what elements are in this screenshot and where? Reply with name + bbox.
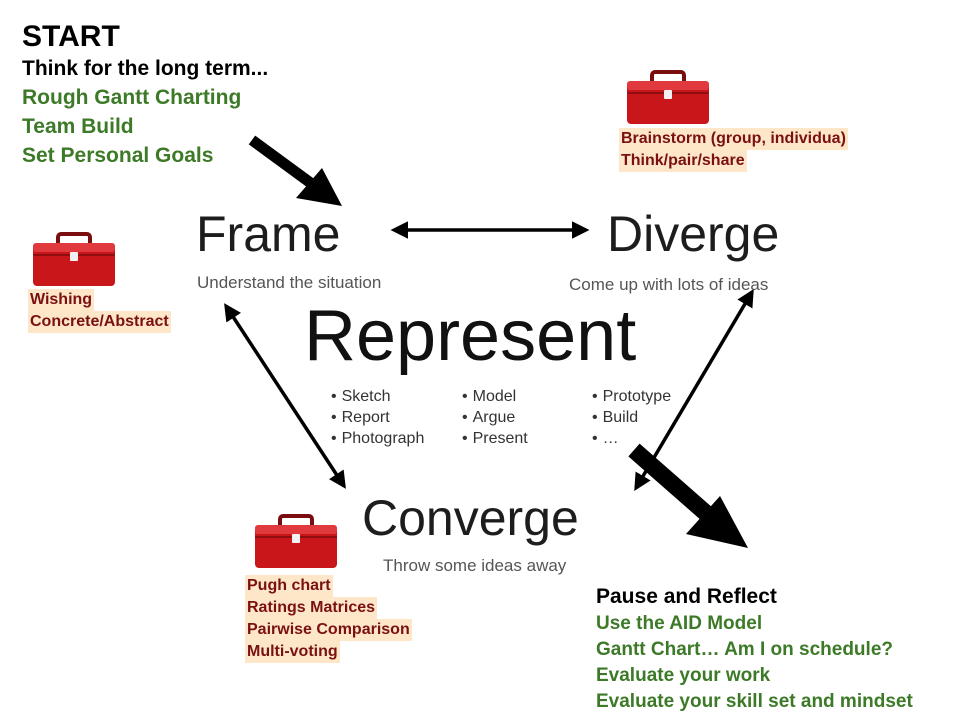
start-arrow (248, 135, 342, 206)
method-item: Report (331, 407, 424, 428)
toolbox-icon (33, 232, 115, 286)
method-item: Argue (462, 407, 528, 428)
frame-title: Frame (196, 206, 341, 262)
pause-arrow (628, 443, 748, 548)
method-item: … (592, 428, 671, 449)
frame-converge-arrow (224, 303, 346, 489)
pause-block: Pause and Reflect Use the AID Model Gant… (596, 583, 913, 715)
diverge-toolbox-list: Brainstorm (group, individua) Think/pair… (619, 128, 848, 172)
start-line-2: Rough Gantt Charting (22, 86, 242, 109)
frame-subtitle: Understand the situation (197, 273, 382, 292)
pause-line-3: Evaluate your work (596, 665, 771, 686)
represent-methods-col-1: Sketch Report Photograph (331, 386, 425, 449)
start-line-4: Set Personal Goals (22, 144, 214, 167)
method-item: Present (462, 428, 528, 449)
tool-item: Pugh chart (245, 575, 333, 597)
represent-methods-col-3: Prototype Build … (592, 386, 671, 449)
diverge-converge-arrow (634, 288, 754, 492)
diverge-subtitle: Come up with lots of ideas (569, 275, 769, 294)
method-item: Sketch (331, 386, 424, 407)
start-line-3: Team Build (22, 115, 134, 138)
represent-title: Represent (304, 296, 637, 376)
tool-item: Brainstorm (group, individua) (619, 128, 848, 150)
toolbox-icon (627, 70, 709, 124)
pause-line-4: Evaluate your skill set and mindset (596, 691, 913, 712)
tool-item: Pairwise Comparison (245, 619, 412, 641)
tool-item: Think/pair/share (619, 150, 747, 172)
tool-item: Concrete/Abstract (28, 311, 171, 333)
tool-item: Multi-voting (245, 641, 340, 663)
tool-item: Wishing (28, 289, 95, 311)
pause-line-2: Gantt Chart… Am I on schedule? (596, 639, 893, 660)
tool-item: Ratings Matrices (245, 597, 378, 619)
converge-toolbox-list: Pugh chart Ratings Matrices Pairwise Com… (245, 575, 412, 663)
method-item: Model (462, 386, 528, 407)
start-title: START (22, 20, 120, 53)
method-item: Photograph (331, 428, 425, 449)
converge-subtitle: Throw some ideas away (383, 556, 567, 575)
converge-title: Converge (362, 490, 579, 546)
pause-line-1: Use the AID Model (596, 613, 763, 634)
represent-methods-col-2: Model Argue Present (462, 386, 528, 449)
toolbox-icon (255, 514, 337, 568)
diverge-title: Diverge (607, 206, 780, 262)
start-line-1: Think for the long term... (22, 57, 269, 80)
pause-title: Pause and Reflect (596, 585, 777, 608)
method-item: Build (592, 407, 671, 428)
method-item: Prototype (592, 386, 671, 407)
start-block: START Think for the long term... Rough G… (22, 20, 268, 170)
frame-toolbox-list: Wishing Concrete/Abstract (28, 289, 171, 333)
